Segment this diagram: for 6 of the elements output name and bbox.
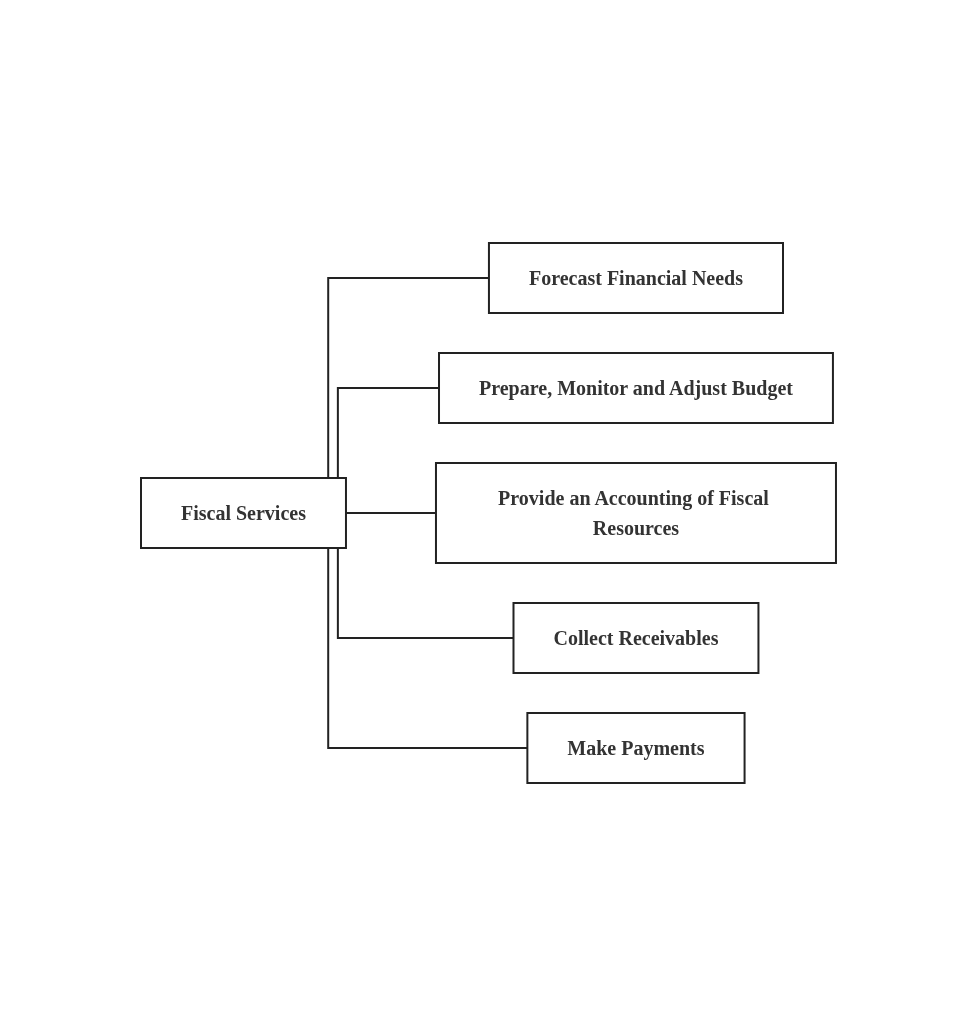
node-box: Fiscal Services xyxy=(140,476,347,549)
node-box: Make Payments xyxy=(526,711,746,784)
node-box: Provide an Accounting of Fiscal Resources xyxy=(435,461,837,564)
node-box: Forecast Financial Needs xyxy=(487,241,784,314)
node-box: Collect Receivables xyxy=(512,601,760,674)
node-box: Prepare, Monitor and Adjust Budget xyxy=(438,351,834,424)
